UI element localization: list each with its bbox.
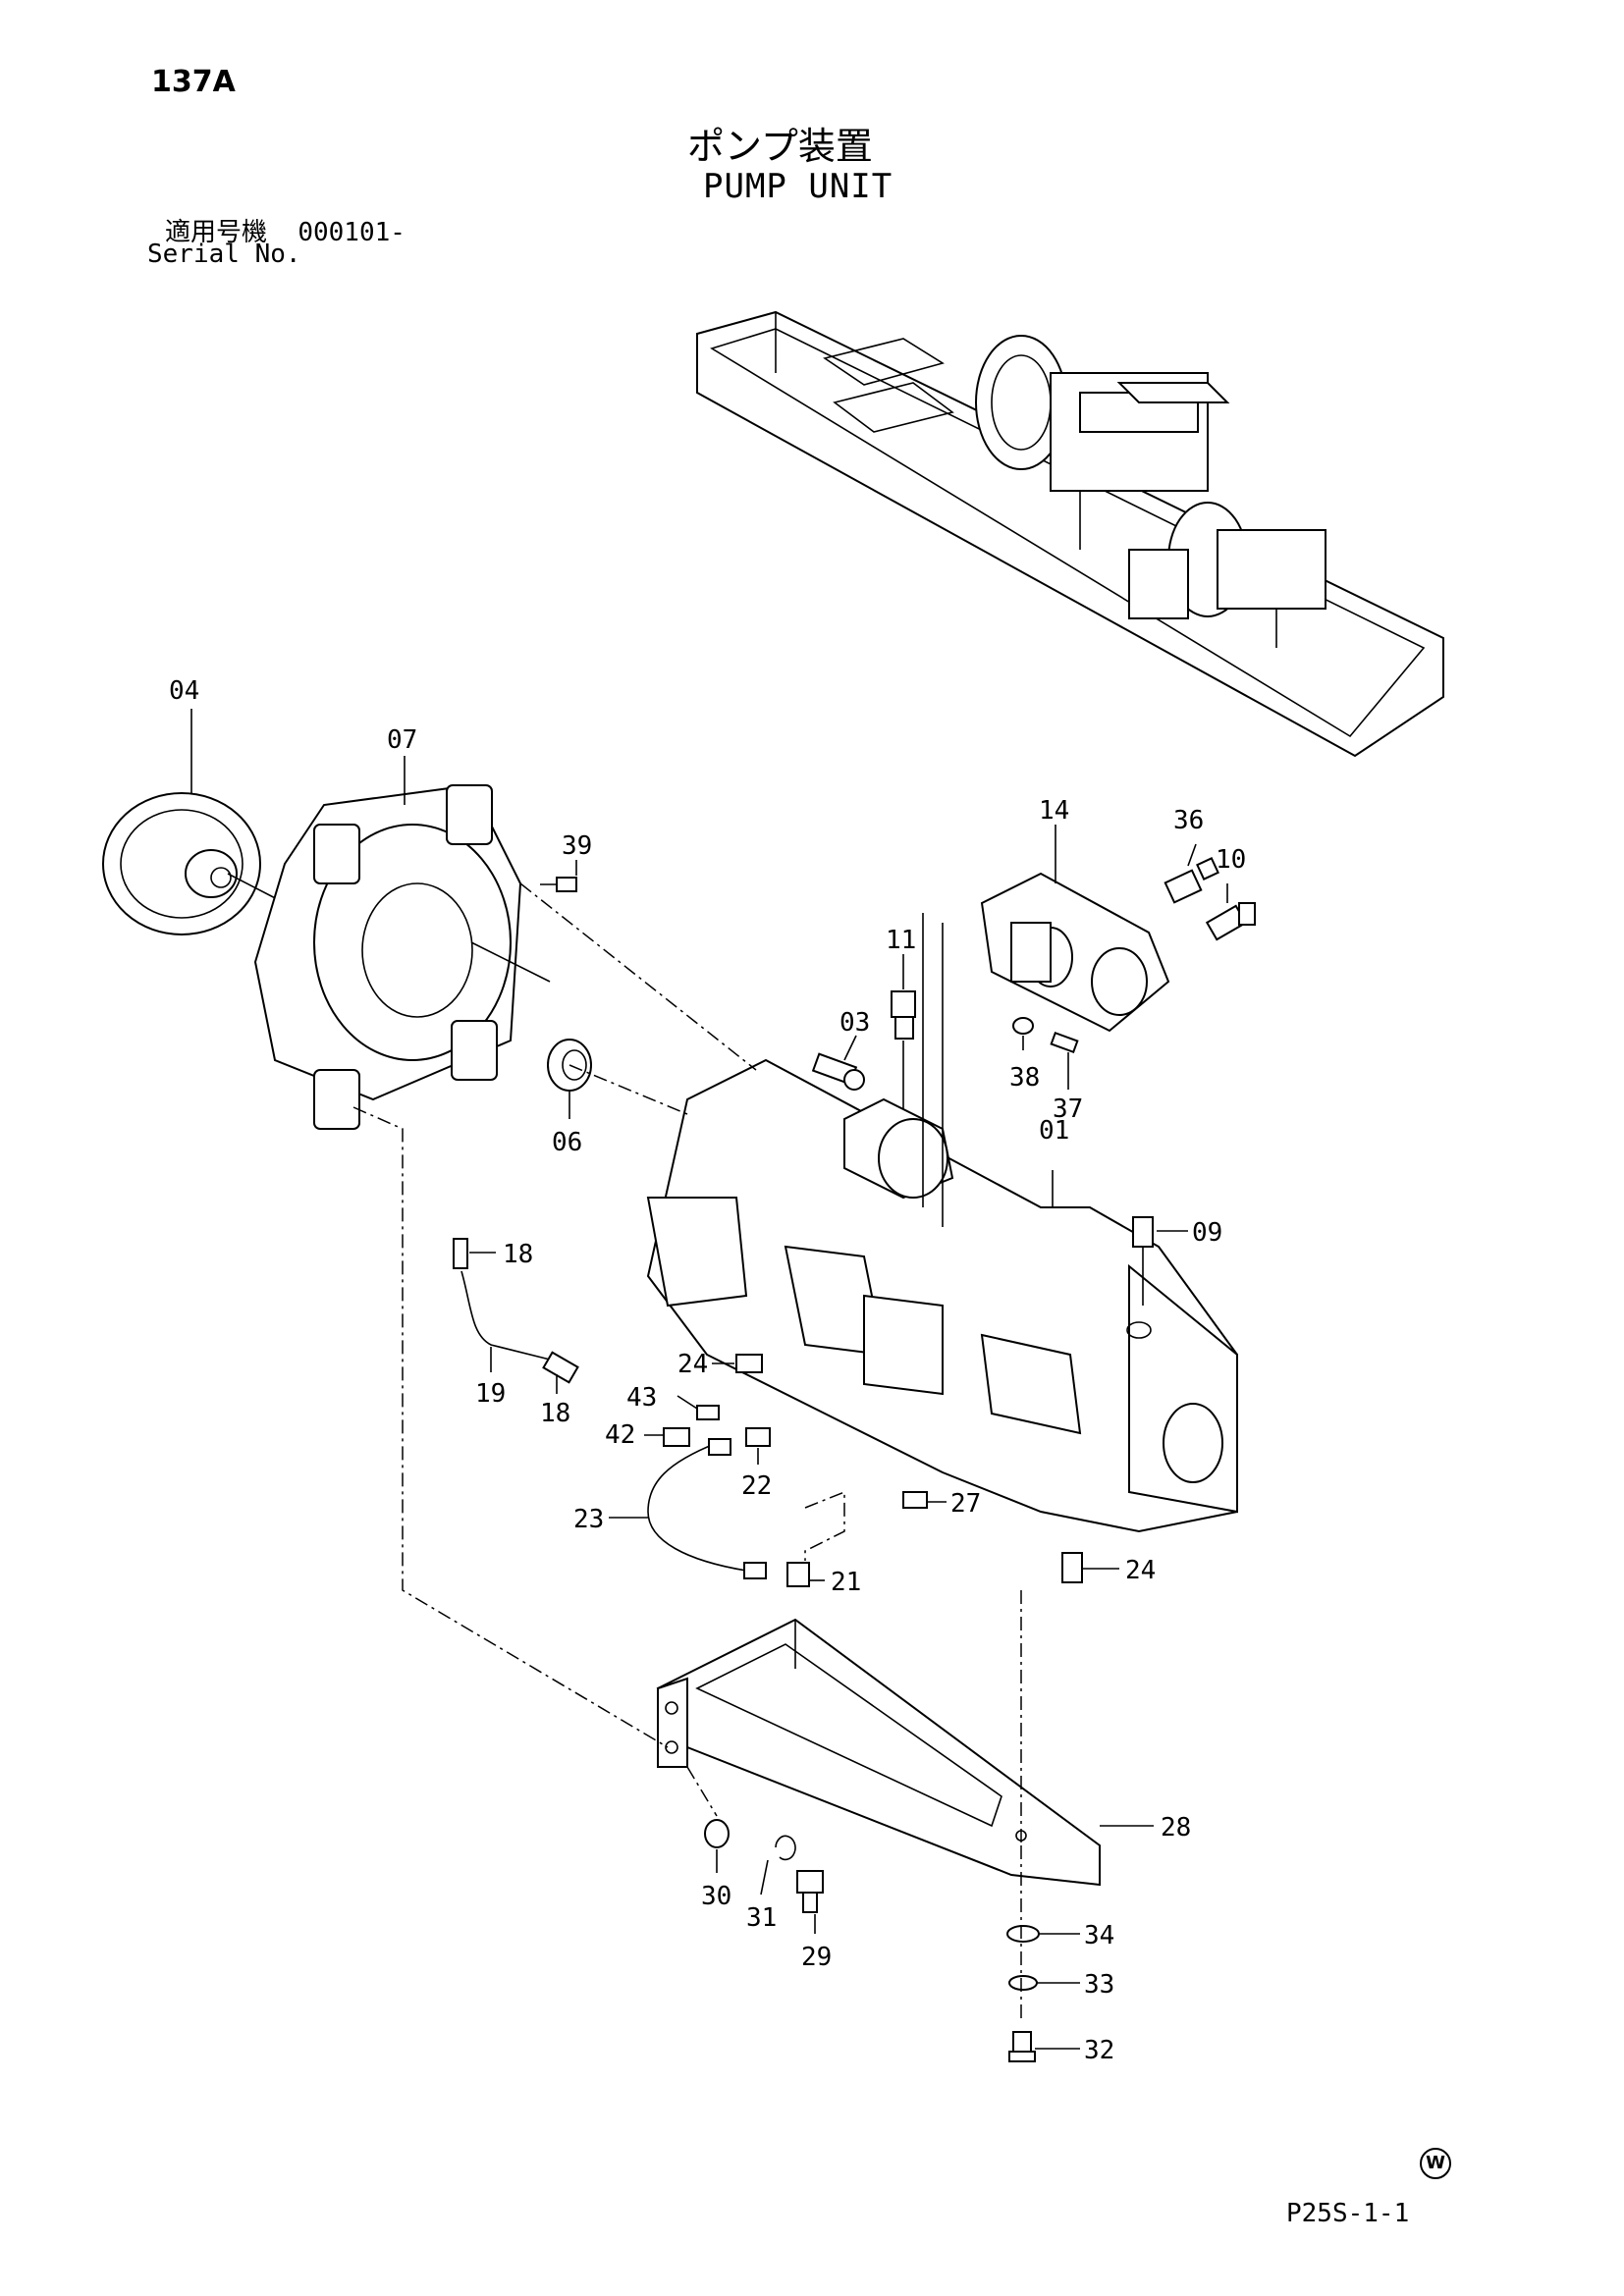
bolt bbox=[540, 877, 577, 892]
gear-pump bbox=[980, 872, 1170, 1033]
callout-11: 11 bbox=[886, 926, 916, 955]
fittings-middle bbox=[663, 1354, 771, 1447]
assembly-lines bbox=[352, 882, 1022, 2022]
page-number: 137A bbox=[151, 65, 236, 99]
callout-24-upper: 24 bbox=[677, 1350, 708, 1379]
hose-23 bbox=[647, 1438, 767, 1579]
callout-09: 09 bbox=[1192, 1218, 1222, 1248]
washers-and-bolt-lower-right bbox=[1006, 1925, 1040, 2062]
callout-10: 10 bbox=[1216, 845, 1246, 875]
bolt-03 bbox=[811, 1052, 865, 1091]
fitting-09 bbox=[1132, 1216, 1154, 1306]
callout-43: 43 bbox=[626, 1383, 657, 1413]
fittings-lower bbox=[786, 1491, 1083, 1587]
callout-33: 33 bbox=[1084, 1970, 1114, 2000]
callout-39: 39 bbox=[562, 831, 592, 861]
callout-29: 29 bbox=[801, 1943, 832, 1972]
flywheel-housing bbox=[253, 783, 551, 1130]
callout-23: 23 bbox=[573, 1505, 604, 1534]
fittings-upper bbox=[1164, 857, 1256, 941]
callout-42: 42 bbox=[605, 1420, 635, 1450]
mounting-bracket bbox=[656, 1618, 1101, 1887]
callout-32: 32 bbox=[1084, 2036, 1114, 2065]
callout-28: 28 bbox=[1161, 1813, 1191, 1842]
washers-and-bolt-lower-left bbox=[704, 1819, 824, 1913]
callout-27: 27 bbox=[950, 1489, 981, 1519]
callout-07: 07 bbox=[387, 725, 417, 755]
callout-38: 38 bbox=[1009, 1063, 1040, 1093]
callout-06: 06 bbox=[552, 1128, 582, 1157]
watermark-symbol: W bbox=[1420, 2148, 1451, 2179]
callout-14: 14 bbox=[1039, 796, 1069, 826]
callout-01: 01 bbox=[1039, 1116, 1069, 1146]
callout-22: 22 bbox=[741, 1471, 772, 1501]
serial-line-japanese: 適用号機 000101- bbox=[165, 212, 406, 248]
callout-03: 03 bbox=[839, 1008, 870, 1038]
machine-frame-overview bbox=[696, 310, 1444, 758]
washer-and-bolt bbox=[1012, 1017, 1079, 1054]
callout-labels: 01 03 04 06 07 09 10 11 14 18 18 19 21 2… bbox=[169, 676, 1246, 2065]
callout-31: 31 bbox=[746, 1903, 777, 1933]
hose-19 bbox=[453, 1238, 579, 1384]
main-hydraulic-pump bbox=[646, 913, 1238, 1533]
callout-30: 30 bbox=[701, 1882, 731, 1911]
coupling bbox=[102, 792, 286, 935]
serial-label-english: Serial No. bbox=[147, 240, 301, 269]
serial-value: 000101- bbox=[298, 218, 406, 247]
callout-21: 21 bbox=[831, 1568, 861, 1597]
callout-34: 34 bbox=[1084, 1921, 1114, 1950]
title-japanese: ポンプ装置 bbox=[687, 125, 873, 168]
callout-18-upper: 18 bbox=[503, 1240, 533, 1269]
callout-18-lower: 18 bbox=[540, 1399, 570, 1428]
callout-04: 04 bbox=[169, 676, 199, 706]
title-english: PUMP UNIT bbox=[703, 167, 893, 206]
callout-36: 36 bbox=[1173, 806, 1204, 835]
serial-label-japanese: 適用号機 bbox=[165, 218, 268, 247]
callout-37: 37 bbox=[1053, 1095, 1083, 1124]
document-code: P25S-1-1 bbox=[1286, 2199, 1410, 2228]
callout-19: 19 bbox=[475, 1379, 506, 1409]
callout-24-lower: 24 bbox=[1125, 1556, 1156, 1585]
leader-lines bbox=[190, 709, 1228, 2050]
